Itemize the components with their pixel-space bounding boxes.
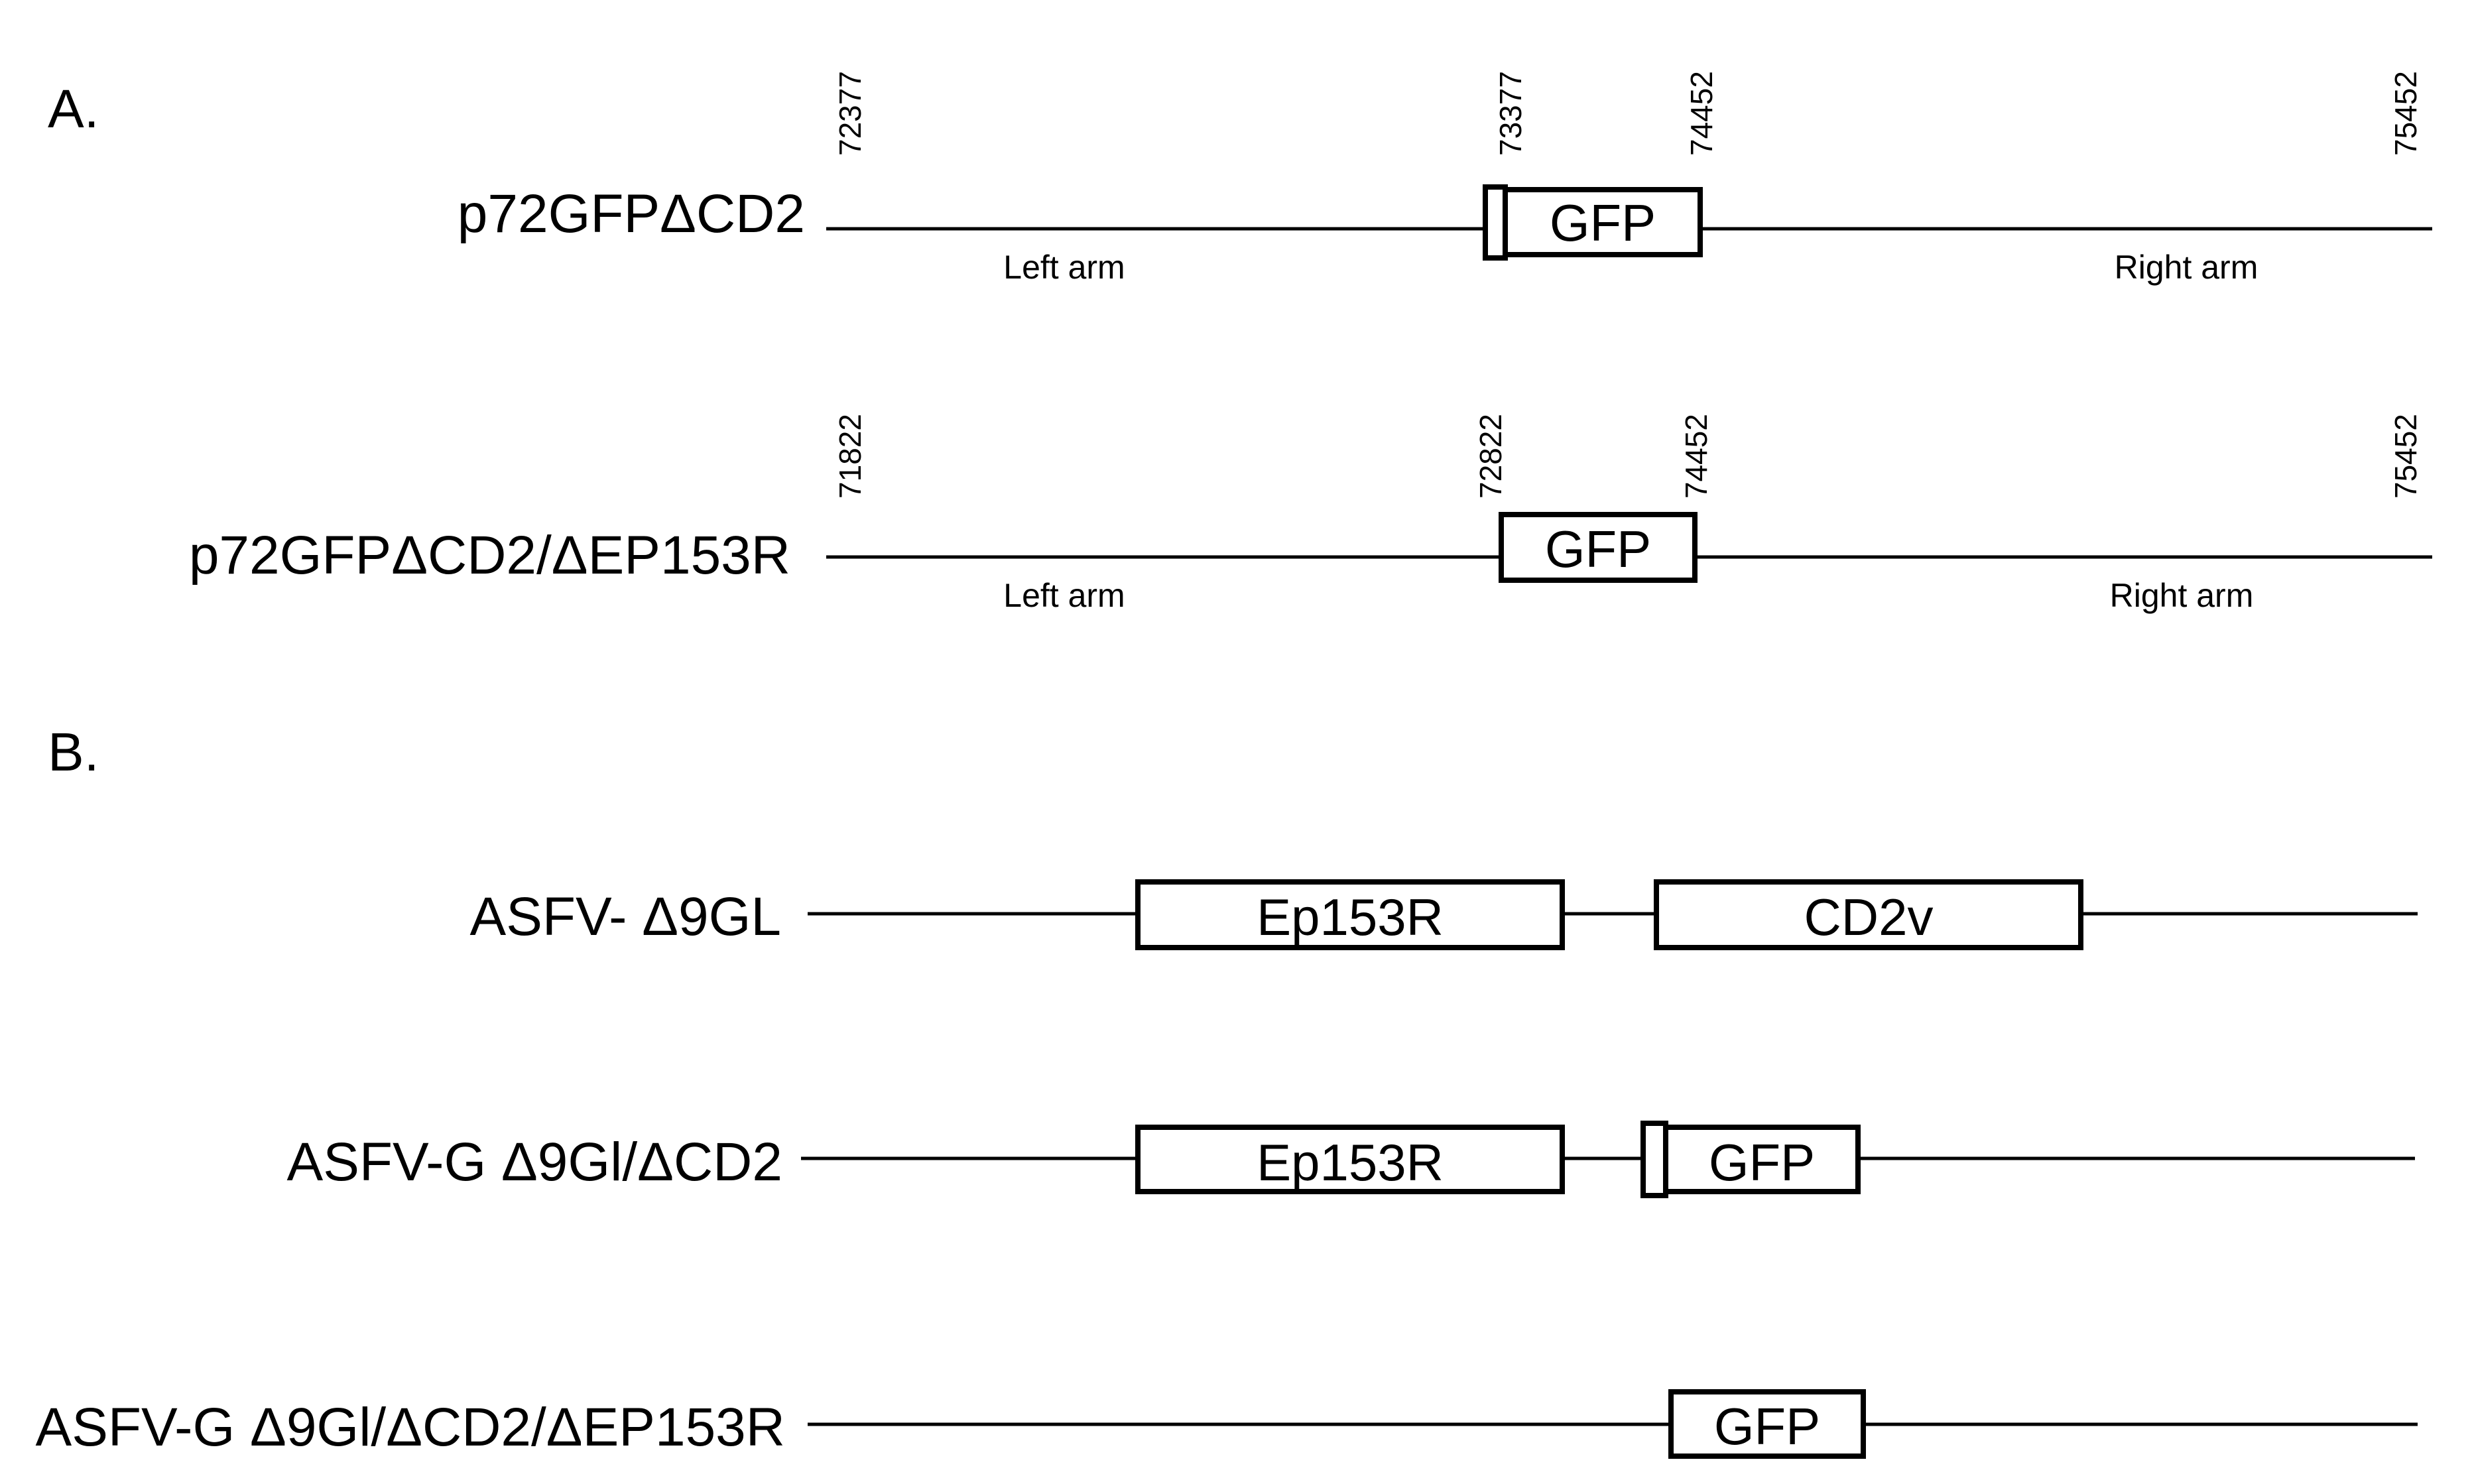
construct-asfv-d9gl: ASFV- Δ9GL Ep153R CD2v (470, 879, 2418, 950)
gene-box-gfp (1668, 1389, 1866, 1459)
construct-asfv-g-d9gl-dcd2: ASFV-G Δ9Gl/ΔCD2 Ep153R GFP (287, 1121, 2415, 1198)
gene-box-ep153r (1135, 879, 1565, 950)
construct-label: ASFV- Δ9GL (470, 887, 782, 947)
construct-asfv-g-d9gl-dcd2-dep153r: ASFV-G Δ9Gl/ΔCD2/ΔEP153R GFP (36, 1389, 2418, 1459)
gene-label: Ep153R (1257, 1133, 1444, 1192)
left-arm-label: Left arm (1003, 249, 1125, 286)
gene-label: Ep153R (1257, 888, 1444, 946)
construct-label: p72GFPΔCD2 (458, 184, 805, 244)
gene-box-ep153r (1135, 1125, 1565, 1194)
coord-label: 72377 (833, 71, 867, 156)
coord-label: 72822 (1473, 414, 1508, 499)
construct-p72gfp-dcd2-dep153r: p72GFPΔCD2/ΔEP153R 71822 72822 74452 754… (189, 414, 2432, 614)
gene-box-gfp (1663, 1125, 1861, 1194)
right-arm-label: Right arm (2115, 249, 2258, 286)
gene-box-cd2v (1654, 879, 2083, 950)
coord-label: 71822 (833, 414, 867, 499)
coord-label: 75452 (2388, 414, 2423, 499)
promoter-box (1483, 184, 1508, 261)
panel-b: B. ASFV- Δ9GL Ep153R CD2v ASFV-G Δ9Gl/ΔC… (36, 722, 2418, 1459)
construct-label: ASFV-G Δ9Gl/ΔCD2 (287, 1132, 783, 1192)
panel-a-label: A. (48, 79, 99, 139)
gene-label: GFP (1709, 1133, 1815, 1192)
gene-label: CD2v (1804, 888, 1933, 946)
construct-label: ASFV-G Δ9Gl/ΔCD2/ΔEP153R (36, 1397, 785, 1457)
left-arm-label: Left arm (1003, 577, 1125, 614)
gene-box-gfp (1499, 512, 1698, 583)
right-arm-label: Right arm (2110, 577, 2254, 614)
panel-b-label: B. (48, 722, 99, 782)
gene-label: GFP (1550, 194, 1656, 252)
promoter-box (1640, 1121, 1668, 1198)
coord-label: 74452 (1684, 71, 1719, 156)
gene-label: GFP (1545, 520, 1651, 578)
construct-p72gfp-dcd2: p72GFPΔCD2 72377 73377 74452 75452 GFP L… (458, 71, 2432, 286)
coord-label: 75452 (2388, 71, 2423, 156)
panel-a: A. p72GFPΔCD2 72377 73377 74452 75452 GF… (48, 71, 2432, 614)
coord-label: 74452 (1679, 414, 1713, 499)
gene-box-gfp (1503, 187, 1703, 257)
construct-label: p72GFPΔCD2/ΔEP153R (189, 525, 790, 586)
gene-label: GFP (1714, 1397, 1820, 1455)
coord-label: 73377 (1493, 71, 1528, 156)
